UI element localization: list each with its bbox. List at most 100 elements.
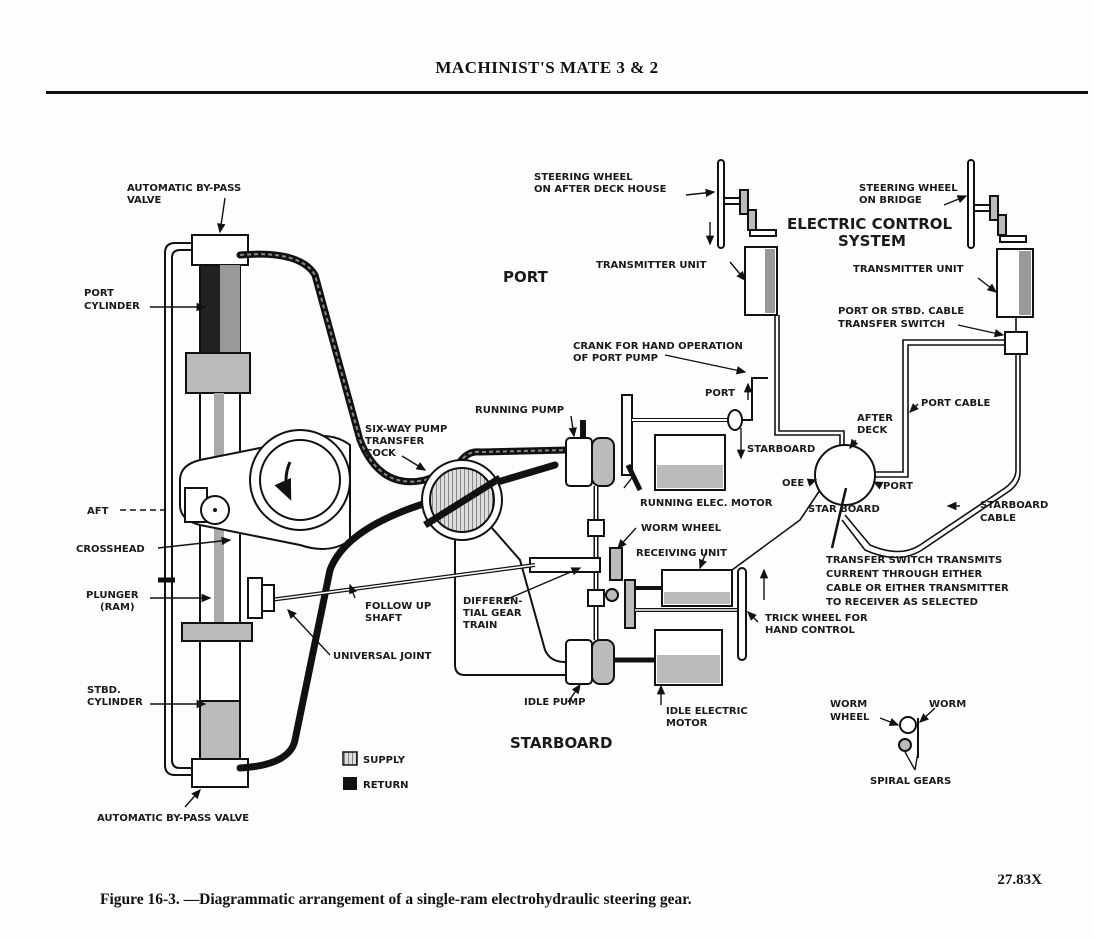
top-bypass-valve-body — [191, 234, 249, 266]
label-crank-2: OF PORT PUMP — [573, 353, 658, 364]
bypass-pipe-inner — [171, 249, 232, 769]
label-port-cable: PORT CABLE — [921, 398, 990, 409]
universal-joint — [261, 584, 275, 612]
label-plunger-2: (RAM) — [100, 602, 135, 613]
running-pump-group — [565, 377, 768, 492]
label-transmitter-1: TRANSMITTER UNIT — [596, 260, 707, 271]
detail-worm-wheel-glyph — [899, 716, 917, 734]
after-deck-cable — [774, 315, 841, 445]
bypass-pipe-outer — [164, 242, 232, 776]
idle-pump-group — [565, 629, 723, 705]
label-idle-motor-2: MOTOR — [666, 718, 708, 729]
label-starboard-cable-2: CABLE — [980, 513, 1016, 524]
header-rule — [46, 91, 1088, 94]
return-line-stbd — [236, 461, 559, 772]
label-worm-wheel: WORM WHEEL — [641, 523, 722, 534]
electric-control-system — [705, 159, 1034, 559]
page-header: MACHINIST'S MATE 3 & 2 — [435, 58, 659, 77]
label-crank-1: CRANK FOR HAND OPERATION — [573, 341, 743, 352]
label-follow-up-2: SHAFT — [365, 613, 402, 624]
worm-gear-detail — [879, 707, 936, 771]
label-follow-up-1: FOLLOW UP — [365, 601, 431, 612]
idle-pump — [565, 639, 593, 685]
label-differential-3: TRAIN — [463, 620, 497, 631]
label-crosshead: CROSSHEAD — [76, 544, 145, 555]
label-idle-pump: IDLE PUMP — [524, 697, 585, 708]
port-cylinder-gland — [185, 352, 251, 394]
differential-gear-train — [247, 486, 636, 640]
figure-number: 27.83X — [997, 872, 1042, 888]
label-port-region: PORT — [503, 268, 549, 286]
label-differential-2: TIAL GEAR — [463, 608, 522, 619]
label-crank-starboard: STARBOARD — [747, 444, 815, 455]
crank-coupling — [727, 409, 743, 431]
worm-wheel — [609, 547, 623, 581]
ram-assembly — [158, 234, 351, 788]
label-trick-wheel-2: HAND CONTROL — [765, 625, 855, 636]
label-auto-bypass-bottom: AUTOMATIC BY-PASS VALVE — [97, 813, 249, 824]
running-pump-stem — [580, 420, 586, 438]
hand-crank — [742, 377, 768, 421]
label-running-pump: RUNNING PUMP — [475, 405, 564, 416]
label-switch-starboard: STAR BOARD — [808, 504, 880, 515]
running-pump-gear — [621, 394, 633, 476]
label-switch-port: PORT — [883, 481, 913, 492]
label-starboard-cable-1: STARBOARD — [980, 500, 1048, 511]
label-auto-bypass-top-1: AUTOMATIC BY-PASS — [127, 183, 241, 194]
idle-pump-line-inner — [484, 519, 566, 663]
label-port-cylinder-2: CYLINDER — [84, 301, 140, 312]
bottom-bypass-valve-body — [191, 758, 249, 788]
differential-gear — [529, 557, 601, 573]
leader-lines — [120, 188, 1005, 808]
running-pump — [565, 437, 593, 487]
stbd-cylinder-flange — [181, 622, 253, 642]
label-stbd-cylinder-1: STBD. — [87, 685, 121, 696]
port-cable — [870, 339, 1005, 473]
label-detail-worm: WORM — [929, 699, 966, 710]
label-six-way-1: SIX-WAY PUMP — [365, 424, 447, 435]
label-sw-bridge-2: ON BRIDGE — [859, 195, 922, 206]
detail-spiral-gear-glyph — [898, 738, 912, 752]
label-transmitter-2: TRANSMITTER UNIT — [853, 264, 964, 275]
label-cable-switch-2: TRANSFER SWITCH — [838, 319, 945, 330]
label-plunger-1: PLUNGER — [86, 590, 139, 601]
transfer-switch — [814, 444, 876, 506]
figure-caption: Figure 16-3. —Diagrammatic arrangement o… — [100, 891, 692, 908]
label-aft: AFT — [87, 506, 109, 517]
legend-label-supply: SUPPLY — [363, 755, 406, 766]
legend: SUPPLY RETURN — [342, 751, 409, 791]
label-transfer-note-2: CURRENT THROUGH EITHER — [826, 569, 983, 580]
legend-swatch-return — [343, 777, 357, 790]
label-transfer-note-1: TRANSFER SWITCH TRANSMITS — [826, 555, 1002, 566]
label-detail-spiral: SPIRAL GEARS — [870, 776, 951, 787]
label-crank-port: PORT — [705, 388, 735, 399]
label-electric-control-2: SYSTEM — [838, 232, 906, 250]
label-sw-after-deck-2: ON AFTER DECK HOUSE — [534, 184, 667, 195]
label-detail-worm-wheel-1: WORM — [830, 699, 867, 710]
label-cable-switch-1: PORT OR STBD. CABLE — [838, 306, 964, 317]
label-sw-bridge-1: STEERING WHEEL — [859, 183, 958, 194]
label-transfer-note-3: CABLE OR EITHER TRANSMITTER — [826, 583, 1009, 594]
legend-swatch-supply — [342, 751, 358, 766]
label-electric-control-1: ELECTRIC CONTROL — [787, 215, 953, 233]
stbd-cylinder — [199, 640, 241, 702]
label-idle-motor-1: IDLE ELECTRIC — [666, 706, 748, 717]
cable-transfer-switch — [1004, 331, 1028, 355]
label-running-motor: RUNNING ELEC. MOTOR — [640, 498, 773, 509]
label-universal-joint: UNIVERSAL JOINT — [333, 651, 432, 662]
starboard-cable — [844, 354, 1017, 553]
rotation-arrow — [274, 461, 292, 501]
label-differential-1: DIFFEREN- — [463, 596, 523, 607]
label-stbd-cylinder-2: CYLINDER — [87, 697, 143, 708]
label-oee: OEE — [782, 478, 804, 489]
six-way-transfer-cock — [421, 459, 503, 541]
trick-wheel — [737, 567, 747, 661]
label-auto-bypass-top-2: VALVE — [127, 195, 162, 206]
label-sw-after-deck-1: STEERING WHEEL — [534, 172, 633, 183]
label-six-way-2: TRANSFER — [365, 436, 424, 447]
labels: AUTOMATIC BY-PASS VALVE PORT CYLINDER AF… — [76, 172, 1048, 824]
label-trick-wheel-1: TRICK WHEEL FOR — [765, 613, 868, 624]
receiver-cable — [731, 489, 821, 571]
